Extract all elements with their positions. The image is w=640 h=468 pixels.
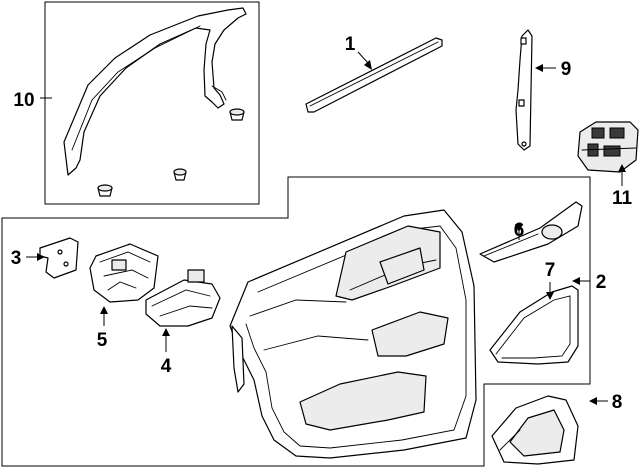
part-belt-weatherstrip (305, 37, 443, 113)
leader-2-arrow-icon (572, 277, 580, 285)
callout-6: 6 (514, 220, 525, 241)
part-door-lock-actuator (577, 121, 639, 173)
leader-9-arrow-icon (535, 64, 543, 72)
leader-11-arrow-icon (618, 164, 626, 172)
leader-4-arrow-icon (162, 328, 170, 336)
part-handle-bracket (145, 269, 221, 327)
callout-10: 10 (13, 90, 34, 111)
part-door-trim-panel (229, 209, 477, 459)
leader-1-arrow-icon (364, 60, 372, 70)
leader-8-arrow-icon (589, 397, 597, 405)
leader-6-arrow-icon (515, 224, 523, 232)
callout-8: 8 (612, 392, 623, 413)
leader-5-arrow-icon (100, 306, 108, 314)
part-mounting-bracket (515, 29, 533, 151)
window-trim-clip-2-icon (173, 168, 187, 181)
window-trim-clip-1-icon (229, 108, 245, 121)
leader-7-arrow-icon (546, 292, 554, 300)
part-bracket-assembly (89, 243, 159, 303)
leader-1 (357, 51, 370, 65)
part-window-trim-molding (63, 7, 247, 176)
callout-5: 5 (97, 330, 108, 351)
part-small-bracket (39, 237, 79, 279)
callout-1: 1 (345, 34, 356, 55)
leader-3-arrow-icon (37, 253, 45, 261)
callout-11: 11 (612, 188, 633, 209)
part-armrest-trim-insert (479, 201, 583, 263)
part-door-panel-insert (489, 285, 579, 365)
callout-4: 4 (161, 356, 172, 377)
part-storage-pocket (491, 395, 579, 465)
frame-window-trim-group (44, 1, 260, 205)
callout-9: 9 (561, 59, 572, 80)
callout-2: 2 (596, 272, 607, 293)
frame-door-trim-group (1, 176, 591, 467)
callout-3: 3 (11, 248, 22, 269)
window-trim-clip-3-icon (97, 184, 113, 197)
callout-7: 7 (545, 260, 556, 281)
